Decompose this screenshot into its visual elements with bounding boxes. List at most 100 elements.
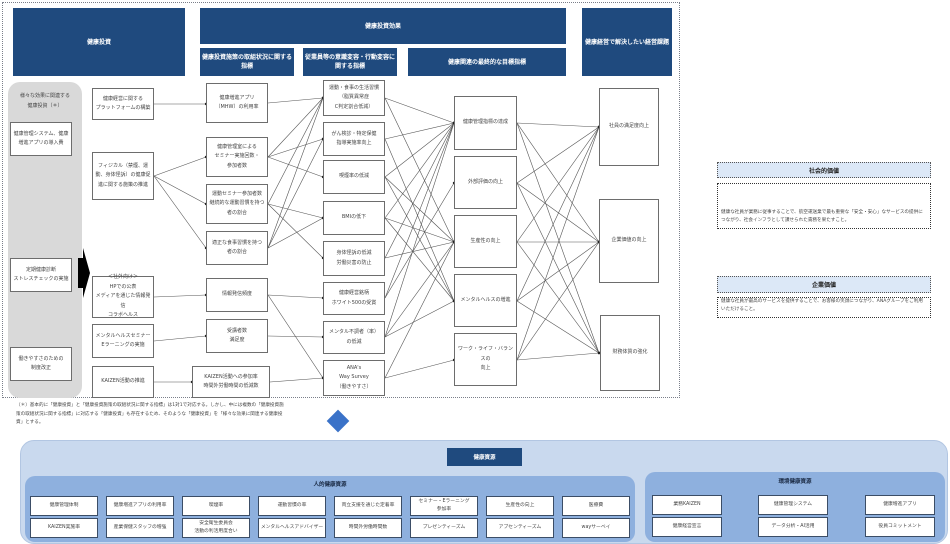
connector-line: [384, 122, 455, 338]
connector-line: [384, 182, 455, 299]
environment-resources-title: 環境健康資源: [778, 479, 812, 485]
status-indicator-box: 健康増進アプリ （MHW）の利用率: [206, 83, 268, 123]
issue-box: 財務体質の強化: [600, 315, 660, 391]
footnote: （＊）基本的に「健康投資」と「健康投資施策の取組状況に関する指標」は1対1で対応…: [16, 403, 284, 426]
connector-line: [267, 138, 324, 158]
status-indicator-box: 情報発信頻度: [206, 278, 268, 312]
connector-line: [516, 300, 600, 354]
corporate-value-title: 企業価値: [717, 276, 931, 293]
human-resource-item: 安全衛生委員会 活動の利活用度合い: [182, 518, 250, 538]
human-resource-item: メンタルヘルスアドバイザー: [258, 518, 326, 538]
connector-line: [516, 241, 600, 354]
behavior-indicator-box: 運動・食事の生活習慣 （脂質異常症 C判定割合低減）: [323, 80, 385, 116]
investment-item: 健康管理システム、健康増進アプリの導入費: [10, 122, 72, 156]
connector-line: [516, 122, 600, 354]
environment-resource-item: 健康管理システム: [758, 495, 828, 515]
environment-resource-item: 健康増進アプリ: [865, 495, 935, 515]
connector-line: [384, 122, 455, 140]
connector-line: [384, 176, 455, 243]
human-resource-item: 生産性の向上: [486, 496, 554, 516]
human-resource-item: 健康管理体制: [30, 496, 98, 516]
header-effect-status: 健康投資施策の取組状況に関する指標: [200, 48, 294, 76]
initiative-box: フィジカル（禁煙、運動、身体怪訴）の健康促進に関する施策の推進: [92, 152, 154, 200]
behavior-indicator-box: 身体怪訴の低減 労働災害の防止: [323, 241, 385, 276]
connector-line: [267, 97, 324, 104]
header-effect-final: 健康関連の最終的な目標指標: [408, 48, 566, 76]
issue-box: 社員の満足度向上: [599, 88, 659, 166]
connector-line: [516, 126, 600, 243]
header-effect-behavior: 従業員等の意識変容・行動変容に関する指標: [303, 48, 397, 76]
investment-group-label: 様々な効果に関連する 健康投資（＊）: [19, 93, 70, 109]
connector-line: [384, 359, 455, 379]
human-resource-item: KAIZEN実施率: [30, 518, 98, 538]
human-resource-item: 時間外労働時間数: [334, 518, 402, 538]
final-goal-box: 外部評価の向上: [454, 156, 517, 209]
header-issues: 健康経営で解決したい経営課題: [582, 8, 672, 76]
behavior-indicator-box: がん検診・特定保健 指導実施率向上: [323, 122, 385, 156]
connector-line: [153, 335, 207, 342]
status-indicator-box: KAIZEN活動への参加率 時間外労働時間の低減数: [192, 366, 270, 398]
strategy-map-frame: [2, 2, 680, 398]
human-resource-item: 喫煙率: [182, 496, 250, 516]
connector-line: [384, 122, 455, 219]
human-resource-item: 運動習慣の率: [258, 496, 326, 516]
corporate-value-text: 健康な社員が最高のサービスを提供することで、お客様の笑顔につながり、ANAグルー…: [721, 298, 923, 313]
connector-line: [384, 138, 455, 302]
connector-line: [516, 241, 600, 302]
connector-line: [384, 300, 455, 338]
behavior-indicator-box: BMIの低下: [323, 201, 385, 235]
connector-line: [516, 182, 600, 354]
investment-item: 働きやすさのための 制度改正: [10, 347, 72, 381]
connector-line: [384, 217, 455, 302]
initiative-box: KAIZEN活動の推進: [92, 366, 154, 398]
human-resource-item: 医療費: [562, 496, 630, 516]
connector-line: [267, 217, 324, 249]
human-resource-item: セミナー・Eラーニング 参加率: [410, 496, 478, 516]
status-indicator-box: 運動セミナー参加者数 継続的な運動習慣を持つ者の割合: [206, 184, 268, 224]
header-investment: 健康投資: [13, 8, 185, 76]
social-value-body: 健康な社員が業務に従事することで、航空運送業で最も重要な「安全・安心」なサービス…: [717, 183, 931, 229]
connector-line: [384, 241, 455, 379]
human-resource-item: プレゼンティーズム: [410, 518, 478, 538]
connector-line: [384, 122, 455, 178]
connector-line: [267, 203, 324, 259]
connector-line: [384, 97, 455, 124]
connector-line: [153, 294, 207, 298]
connector-line: [267, 203, 324, 219]
connector-line: [516, 182, 600, 243]
connector-line: [267, 156, 324, 178]
connector-line: [267, 97, 324, 249]
behavior-indicator-box: ANA's Way Survey （働きやすさ）: [323, 360, 385, 396]
human-resource-item: アブセンティーズム: [486, 518, 554, 538]
behavior-indicator-box: 健康経営銘柄 ホワイト500の受賞: [323, 282, 385, 315]
final-goal-box: ワーク・ライフ・バランスの 向上: [454, 333, 517, 386]
connector-line: [267, 335, 324, 338]
issue-box: 企業価値の向上: [599, 199, 659, 283]
final-goal-box: 健康管理指標の達成: [454, 96, 517, 150]
connector-line: [153, 175, 207, 205]
connector-line: [267, 294, 324, 299]
arrowhead-icon: [597, 351, 601, 355]
status-indicator-box: 健康管理室による セミナー実施回数・ 参加者数: [206, 137, 268, 177]
corporate-value-body: 健康な社員が最高のサービスを提供することで、お客様の笑顔につながり、ANAグルー…: [717, 297, 931, 318]
connector-line: [516, 126, 600, 361]
connector-line: [516, 122, 600, 128]
human-resource-item: 両立支援を通じた定着率: [334, 496, 402, 516]
social-value-title: 社会的価値: [717, 162, 931, 178]
arrow-right-icon: [78, 248, 90, 298]
environment-resource-item: 役員コミットメント: [865, 517, 935, 537]
resources-title: 健康資源: [447, 448, 522, 466]
final-goal-box: メンタルヘルスの増進: [454, 274, 517, 327]
environment-resource-item: 業務KAIZEN: [652, 495, 722, 515]
connector-line: [516, 126, 600, 302]
initiative-box: メンタルヘルスセミナー Eラーニングの実施: [92, 324, 154, 358]
connector-line: [153, 175, 207, 249]
connector-line: [384, 241, 455, 259]
connector-line: [153, 156, 207, 177]
connector-line: [269, 377, 324, 383]
connector-line: [516, 126, 600, 184]
connector-line: [384, 241, 455, 338]
connector-line: [384, 122, 455, 299]
human-resource-item: wayサーベイ: [562, 518, 630, 538]
